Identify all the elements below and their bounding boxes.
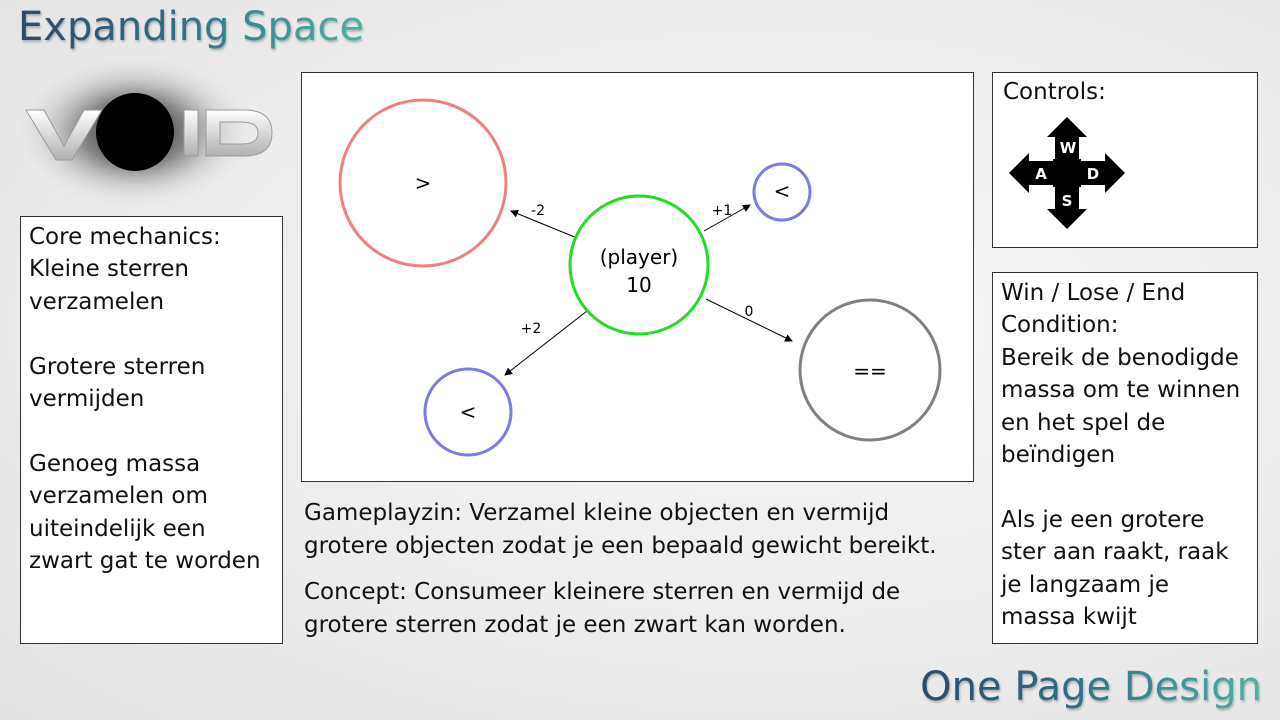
right-arrow-icon — [1081, 153, 1125, 193]
win-lose-text: Win / Lose / End Condition: Bereik de be… — [1001, 280, 1241, 631]
page-title: Expanding Space — [18, 4, 365, 50]
equal-star-symbol: == — [853, 359, 887, 383]
player-circle — [568, 194, 710, 336]
black-hole-icon — [96, 93, 174, 171]
key-w: W — [1060, 139, 1077, 157]
key-a: A — [1035, 165, 1047, 183]
edge-to-equal-star — [705, 298, 793, 342]
equal-star-circle — [798, 298, 942, 442]
up-arrow-icon — [1047, 117, 1087, 159]
core-mechanics-panel: Core mechanics: Kleine sterren verzamele… — [20, 216, 283, 644]
logo-letter-v — [25, 109, 103, 161]
small-star-2-symbol: < — [460, 400, 477, 424]
small-star-1-symbol: < — [774, 179, 791, 203]
gameplay-description: Gameplayzin: Verzamel kleine objecten en… — [304, 500, 937, 559]
controls-panel: Controls: W S A D — [992, 72, 1258, 248]
left-arrow-icon — [1009, 153, 1053, 193]
gameplay-diagram: -2 +1 +2 0 (player) 10 > < < == — [301, 72, 974, 482]
small-star-2-circle — [423, 367, 513, 457]
edge-to-small-star-1 — [703, 204, 751, 232]
logo-letter-i — [183, 109, 199, 157]
edge-label-equal-star: 0 — [745, 304, 754, 320]
key-d: D — [1087, 165, 1099, 183]
edge-to-large-star — [510, 209, 578, 239]
edge-label-small-star-1: +1 — [712, 203, 733, 219]
large-star-symbol: > — [415, 171, 432, 195]
concept-description: Concept: Consumeer kleinere sterren en v… — [304, 579, 901, 638]
void-logo — [14, 56, 284, 210]
edge-label-small-star-2: +2 — [521, 321, 542, 337]
core-mechanics-text: Core mechanics: Kleine sterren verzamele… — [29, 224, 261, 575]
key-s: S — [1062, 192, 1073, 210]
logo-letter-d — [205, 109, 273, 157]
player-value: 10 — [626, 273, 651, 297]
edge-label-large-star: -2 — [531, 203, 545, 219]
controls-label: Controls: — [1003, 79, 1106, 105]
large-star-circle — [338, 98, 508, 268]
footer-title: One Page Design — [920, 664, 1262, 710]
win-lose-panel: Win / Lose / End Condition: Bereik de be… — [992, 272, 1258, 644]
wasd-icon: W S A D — [1009, 117, 1125, 229]
edge-to-small-star-2 — [504, 310, 588, 376]
player-label: (player) — [600, 245, 678, 269]
down-arrow-icon — [1047, 187, 1087, 229]
small-star-1-circle — [752, 162, 812, 222]
